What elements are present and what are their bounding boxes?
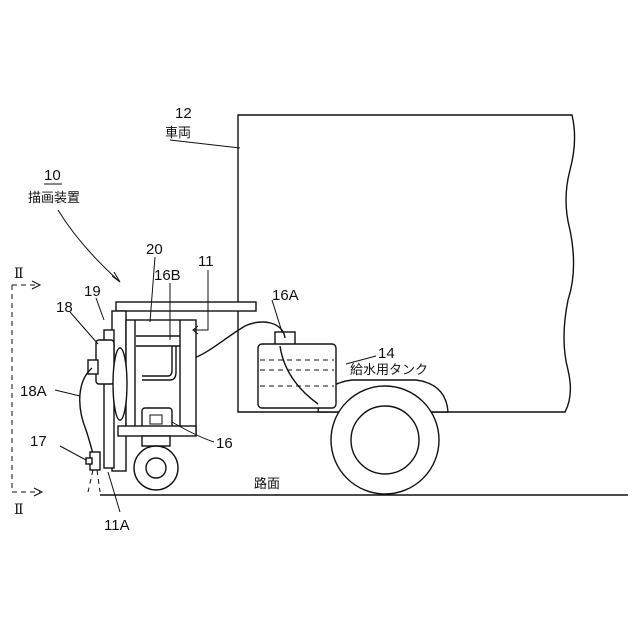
label-12: 12 — [175, 105, 192, 122]
label-16a: 16A — [272, 287, 299, 304]
label-16: 16 — [216, 435, 233, 452]
leader-lines — [55, 140, 376, 512]
label-18: 18 — [56, 299, 73, 316]
label-18a: 18A — [20, 383, 47, 400]
label-14: 14 — [378, 345, 395, 362]
label-vehicle: 車両 — [165, 126, 191, 141]
label-20: 20 — [146, 241, 163, 258]
label-section-top: Ⅱ — [14, 266, 24, 282]
label-11a: 11A — [104, 517, 130, 534]
label-section-bottom: Ⅱ — [14, 502, 24, 518]
label-water-tank: 給水用タンク — [350, 363, 428, 378]
label-11: 11 — [198, 253, 214, 270]
cable-18a — [80, 368, 94, 458]
vehicle-wheel — [331, 386, 439, 494]
label-16b: 16B — [154, 267, 181, 284]
label-drawing-device: 描画装置 — [28, 191, 80, 206]
label-19: 19 — [84, 283, 101, 300]
label-10: 10 — [44, 167, 61, 184]
nozzle-17 — [86, 452, 100, 492]
water-supply-tank — [258, 332, 336, 408]
label-17: 17 — [30, 433, 47, 450]
label-road-surface: 路面 — [254, 476, 280, 492]
